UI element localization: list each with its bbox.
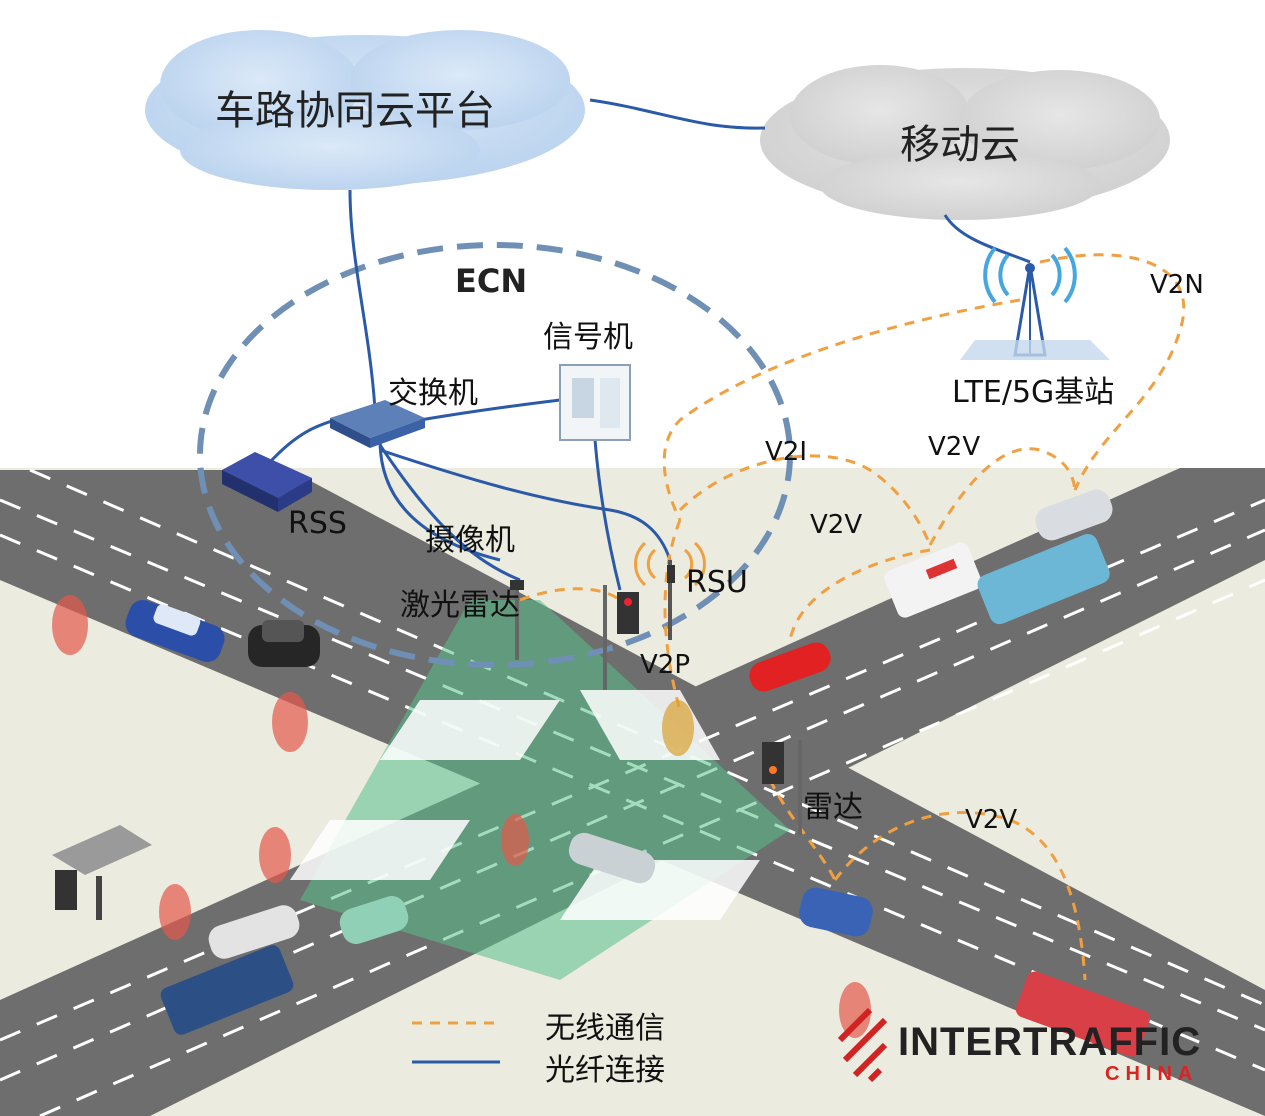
v2v-mid-label: V2V	[810, 510, 863, 540]
white-car-left	[208, 905, 300, 959]
ecn-boundary	[197, 242, 793, 668]
cloud-platform-shape	[145, 30, 585, 190]
camera-label: 摄像机	[425, 523, 515, 558]
wireless-links	[519, 253, 1186, 981]
green-car	[339, 896, 409, 944]
traffic-signal-poles	[603, 585, 802, 835]
lidar-label: 激光雷达	[400, 588, 520, 623]
rsu-label: RSU	[686, 565, 748, 600]
black-car	[248, 620, 320, 667]
v2v-top-label: V2V	[928, 432, 981, 462]
police-car	[125, 599, 225, 663]
legend-fiber-label: 光纤连接	[545, 1053, 665, 1088]
rss-label: RSS	[288, 506, 347, 541]
legend-wireless-label: 无线通信	[545, 1011, 665, 1046]
blue-bus-left	[160, 945, 294, 1035]
switch-icon	[330, 400, 425, 448]
cloud-platform-label: 车路协同云平台	[215, 88, 495, 134]
rsu-icon	[634, 541, 706, 640]
bus-stop	[52, 825, 152, 920]
v2v-low-label: V2V	[965, 805, 1018, 835]
vehicles	[125, 489, 1151, 1057]
cloud-mobile-shape	[760, 65, 1170, 220]
radar-label: 雷达	[803, 790, 863, 825]
switch-label: 交换机	[388, 376, 478, 411]
v2n-label: V2N	[1150, 270, 1204, 300]
v2i-label: V2I	[765, 437, 807, 467]
blue-bus-top	[977, 534, 1110, 625]
cyclists-and-pedestrians	[52, 595, 871, 1038]
blue-car-right	[799, 887, 873, 937]
white-car-top	[1035, 489, 1113, 541]
rss-server-icon	[222, 452, 312, 512]
intertraffic-logo-mark	[837, 1007, 888, 1083]
ecn-label: ECN	[455, 262, 528, 300]
grey-car-center	[568, 832, 656, 884]
fiber-links	[268, 98, 1031, 591]
cloud-mobile-label: 移动云	[900, 122, 1020, 168]
base-station-label: LTE/5G基站	[952, 375, 1115, 410]
logo-wordmark: INTERTRAFFIC	[898, 1020, 1202, 1064]
signal-machine-label: 信号机	[543, 320, 633, 355]
ambulance	[884, 542, 982, 618]
signal-machine-icon	[559, 364, 631, 441]
red-bus-right	[1015, 971, 1151, 1057]
v2p-label: V2P	[640, 650, 691, 680]
base-station-icon	[960, 246, 1110, 360]
lidar-pole	[510, 580, 524, 660]
logo-subtext: CHINA	[1105, 1063, 1199, 1085]
red-sports-car	[749, 642, 831, 692]
